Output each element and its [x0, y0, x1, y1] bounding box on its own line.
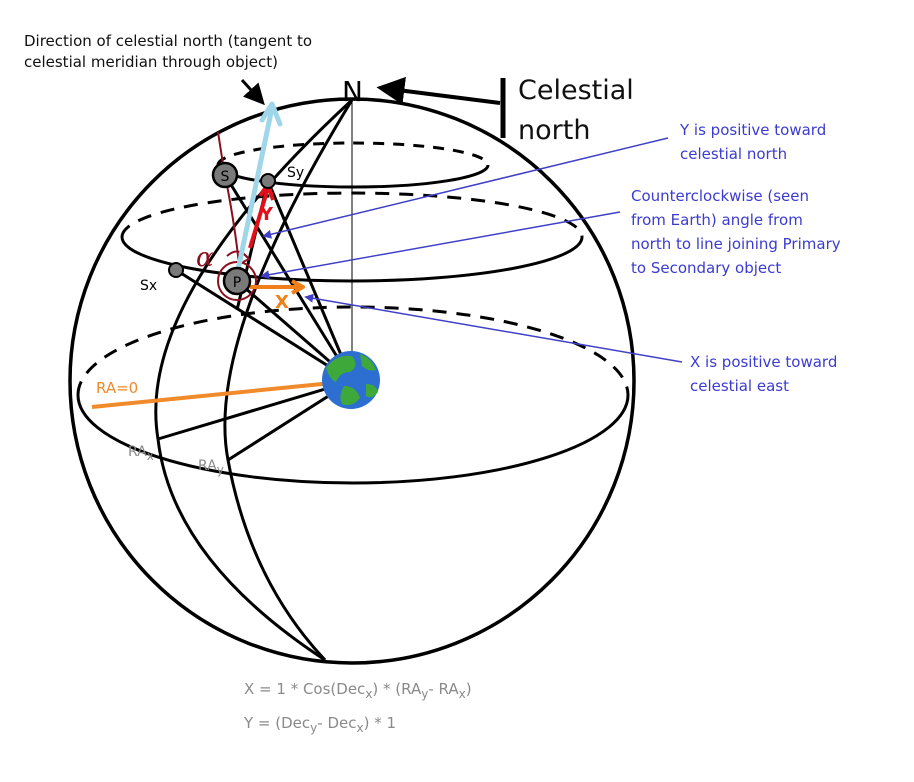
celestial-sphere-outline	[68, 97, 636, 665]
ra-zero-label: RA=0	[96, 379, 138, 397]
y-formula: Y = (Decy- Decx) * 1	[244, 714, 397, 735]
declination-circle-top-back	[216, 141, 490, 166]
y-note-pointer	[262, 137, 669, 239]
celestial-equator-back	[76, 305, 630, 396]
x-arrow-label: X	[275, 292, 289, 313]
earth-icon	[322, 351, 380, 409]
center-to-sx-line	[175, 268, 353, 383]
n-label: N	[342, 75, 363, 108]
celestial-north-label: Celestial north	[518, 75, 634, 146]
alpha-arc-arrowhead	[242, 252, 251, 263]
x-formula: X = 1 * Cos(Decx) * (RAy- RAx)	[244, 680, 472, 701]
ra-x-label: RAx	[128, 444, 154, 463]
point-sy	[260, 173, 276, 189]
y-arrow-label: Y	[259, 204, 274, 225]
meridian-ra-x	[154, 98, 354, 662]
celestial-north-pointer	[376, 76, 501, 105]
x-note-pointer	[304, 293, 683, 363]
sy-label: Sy	[287, 165, 304, 181]
center-to-ra-x-line	[157, 379, 353, 441]
point-sx	[168, 262, 184, 278]
celestial-equator-front	[76, 394, 630, 485]
declination-circle-mid-back	[120, 191, 584, 238]
p-point-label: P	[233, 275, 241, 291]
angle-note: Counterclockwise (seen from Earth) angle…	[631, 187, 841, 277]
y-positive-note: Y is positive toward celestial north	[680, 121, 827, 163]
point-s	[211, 161, 239, 189]
declination-circle-mid-front	[120, 236, 584, 283]
ra-y-label: RAy	[198, 458, 224, 477]
x-positive-note: X is positive toward celestial east	[690, 353, 838, 395]
ra-zero-line	[91, 379, 353, 409]
direction-note: Direction of celestial north (tangent to…	[24, 32, 313, 71]
center-to-s-line	[223, 174, 354, 382]
north-direction-arrow	[235, 107, 275, 271]
angle-note-pointer	[260, 211, 621, 280]
s-tick	[217, 131, 224, 165]
x-arrowhead	[291, 279, 305, 295]
point-p	[222, 266, 252, 296]
sx-label: Sx	[140, 278, 157, 294]
s-point-label: S	[221, 169, 230, 185]
meridian-ra-y	[223, 99, 354, 662]
north-direction-arrowhead	[259, 101, 283, 127]
y-arrow	[248, 187, 270, 249]
alpha-label: α	[196, 243, 214, 273]
center-to-sy-line	[266, 180, 354, 382]
direction-note-arrow	[240, 78, 265, 106]
alpha-angle-circle	[217, 261, 257, 301]
